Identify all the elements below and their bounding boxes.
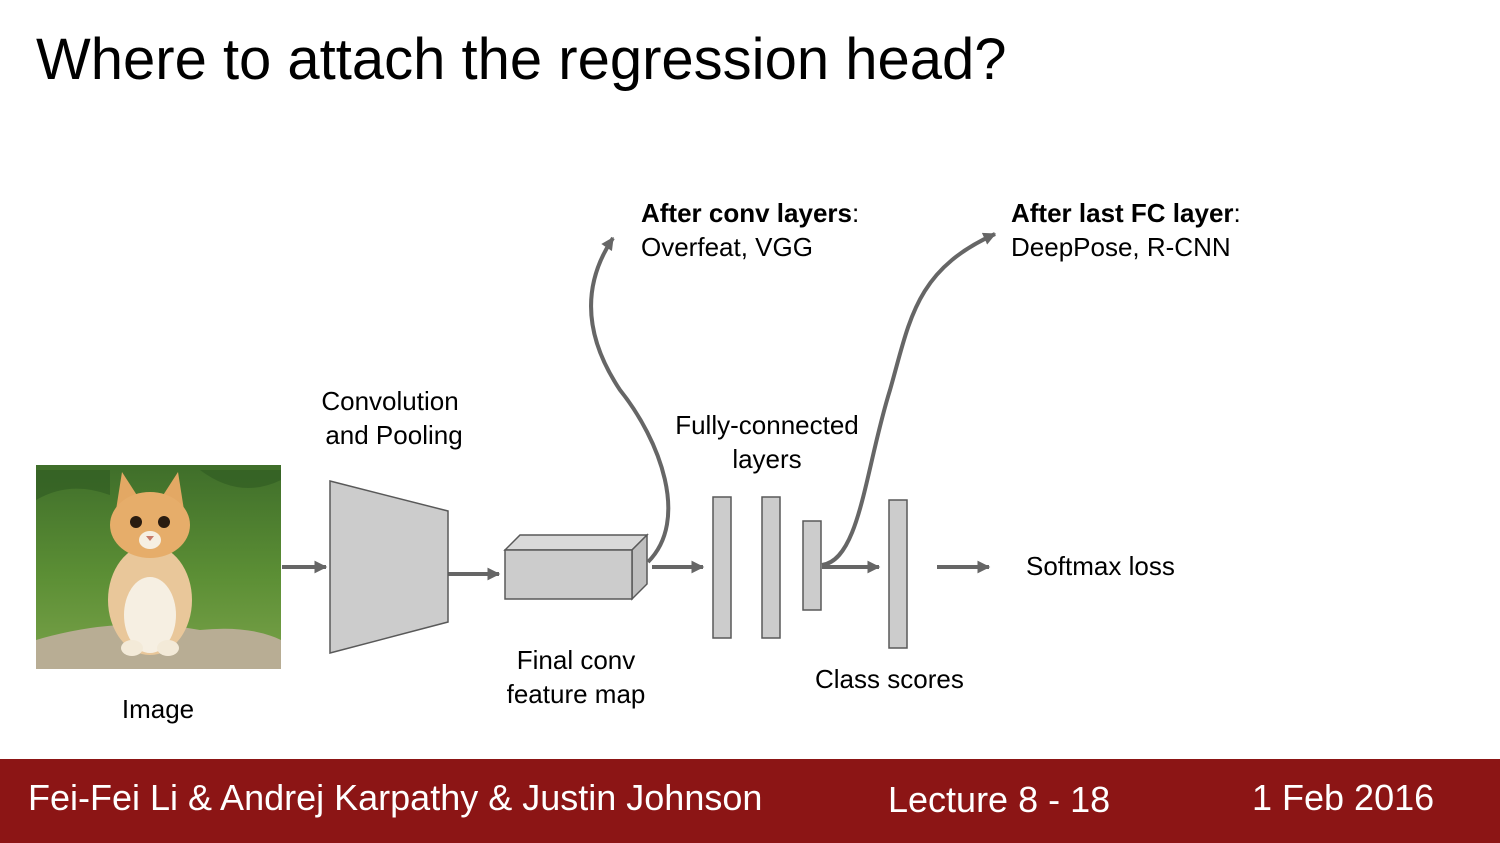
arrow-after-fc	[821, 232, 997, 567]
final-conv-label-line1: Final conv	[516, 645, 636, 675]
softmax-loss-label: Softmax loss	[1026, 551, 1175, 581]
conv-pool-block	[329, 480, 449, 654]
after-fc-heading: After last FC layer	[1011, 198, 1234, 228]
after-conv-heading-line: After conv layers:	[641, 196, 859, 230]
class-scores-label: Class scores	[815, 664, 964, 694]
footer-date: 1 Feb 2016	[1252, 777, 1435, 818]
image-label: Image	[121, 694, 195, 724]
fc-layers-label: Fully-connected layers	[652, 408, 882, 476]
conv-pool-label-line2: and Pooling	[325, 420, 463, 450]
fc-layer-3	[802, 520, 822, 611]
after-conv-colon: :	[851, 198, 860, 228]
fc-layer-2	[761, 496, 781, 639]
conv-pool-label: Convolution and Pooling	[290, 384, 490, 452]
after-conv-examples: Overfeat, VGG	[641, 232, 813, 262]
after-fc-annotation: After last FC layer: DeepPose, R-CNN	[1011, 196, 1241, 264]
slide-title: Where to attach the regression head?	[36, 27, 1007, 92]
final-conv-label: Final conv feature map	[476, 643, 676, 711]
fc-layers-label-line1: Fully-connected	[675, 410, 859, 440]
after-fc-heading-line: After last FC layer:	[1011, 196, 1241, 230]
footer-lecture: Lecture 8 - 18	[888, 779, 1111, 820]
footer-bar: Fei-Fei Li & Andrej Karpathy & Justin Jo…	[0, 759, 1500, 843]
conv-pool-label-line1: Convolution	[321, 386, 459, 416]
cnn-diagram	[36, 232, 997, 669]
class-scores-layer	[888, 499, 908, 649]
fc-layer-1	[712, 496, 732, 639]
after-fc-colon: :	[1233, 198, 1241, 228]
kitten-image	[36, 465, 281, 669]
feature-map-block	[503, 533, 649, 601]
final-conv-label-line2: feature map	[506, 679, 646, 709]
footer-authors: Fei-Fei Li & Andrej Karpathy & Justin Jo…	[28, 777, 763, 818]
fc-layers-label-line2: layers	[732, 444, 802, 474]
after-fc-examples: DeepPose, R-CNN	[1011, 232, 1231, 262]
after-conv-heading: After conv layers	[641, 198, 852, 228]
after-conv-annotation: After conv layers: Overfeat, VGG	[641, 196, 859, 264]
arrow-after-conv	[589, 236, 671, 564]
